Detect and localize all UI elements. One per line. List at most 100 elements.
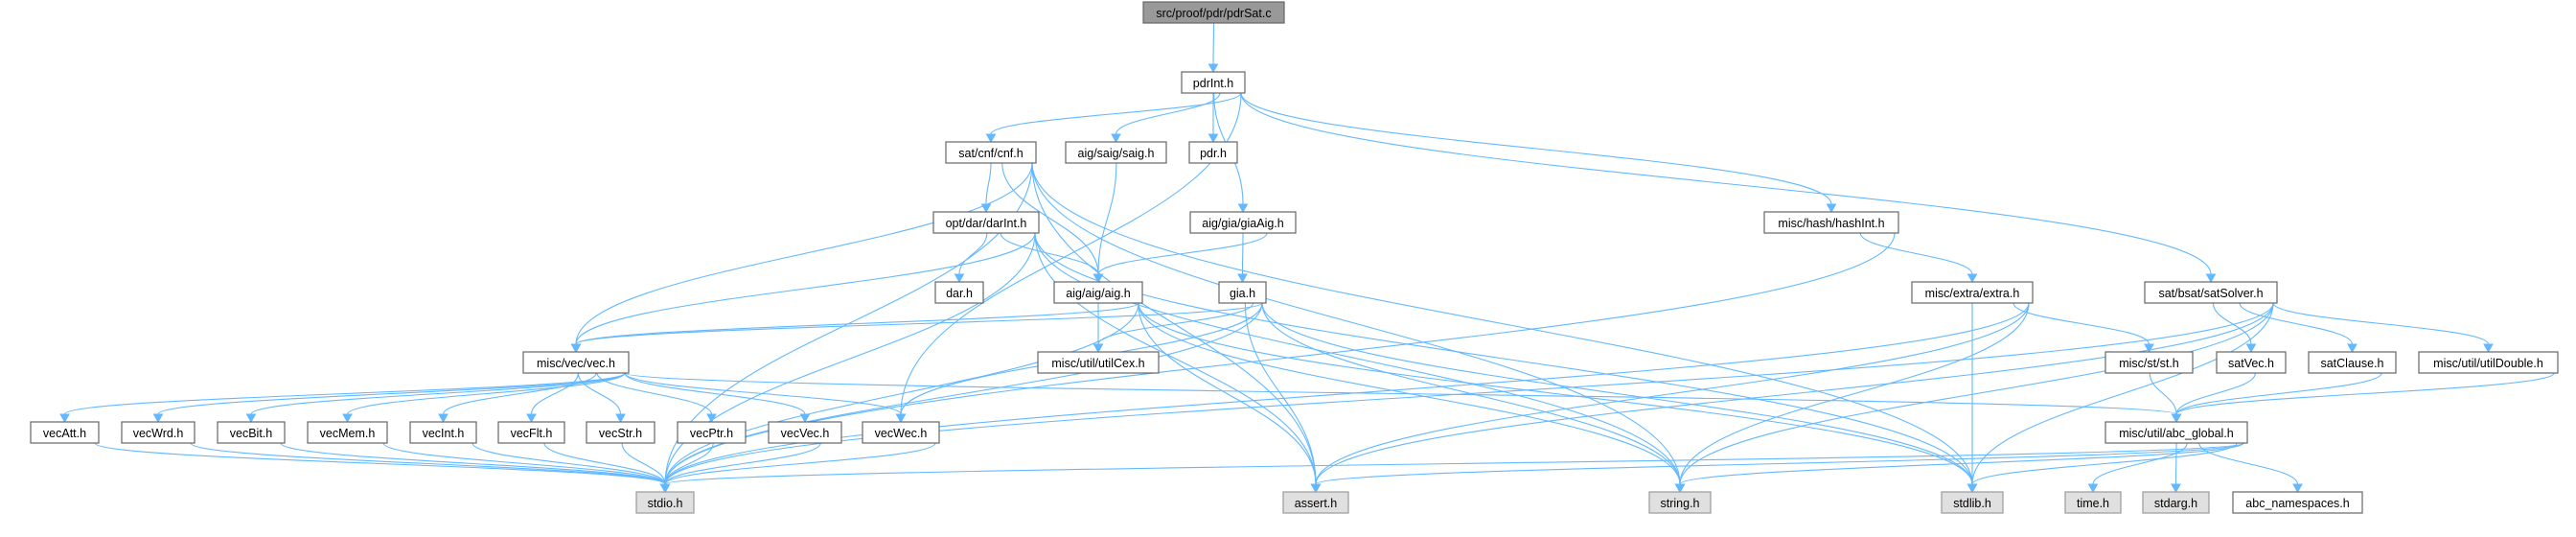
node-label: vecBit.h — [230, 427, 273, 440]
node-dar[interactable]: dar.h — [934, 281, 984, 304]
edge-vecFlt-to-stdio — [543, 442, 666, 485]
node-label: sat/cnf/cnf.h — [958, 147, 1023, 160]
node-label: src/proof/pdr/pdrSat.c — [1156, 7, 1271, 20]
edge-vec-to-vecVec — [624, 372, 806, 415]
edge-gia-to-assert — [1244, 302, 1317, 485]
node-vecWec[interactable]: vecWec.h — [862, 421, 940, 444]
node-string: string.h — [1648, 491, 1712, 514]
node-box — [1065, 141, 1167, 164]
edge-utilDouble-to-abcGlobal — [2175, 372, 2555, 415]
node-satSolver[interactable]: sat/bsat/satSolver.h — [2144, 281, 2278, 304]
node-box — [677, 421, 747, 444]
edge-vec-to-vecPtr — [596, 372, 713, 415]
arrowhead-icon — [2483, 343, 2494, 354]
node-box — [1911, 281, 2034, 304]
edge-darInt-to-stdlib — [1034, 232, 1973, 485]
node-st[interactable]: misc/st/st.h — [2104, 351, 2194, 374]
node-stdlib: stdlib.h — [1941, 491, 2004, 514]
node-pdr[interactable]: pdr.h — [1188, 141, 1238, 164]
node-box — [307, 421, 388, 444]
edge-vec-to-abcGlobal — [624, 372, 2177, 415]
node-label: aig/saig/saig.h — [1078, 147, 1155, 160]
edge-cnf-to-string — [1031, 162, 1681, 485]
node-box — [1053, 281, 1143, 304]
node-box — [2064, 491, 2122, 514]
node-satVec[interactable]: satVec.h — [2216, 351, 2287, 374]
arrowhead-icon — [1092, 273, 1104, 284]
node-label: satVec.h — [2228, 357, 2274, 370]
node-abcNamespaces[interactable]: abc_namespaces.h — [2232, 491, 2363, 514]
node-box — [1763, 211, 1899, 234]
node-abcGlobal[interactable]: misc/util/abc_global.h — [2104, 421, 2248, 444]
node-satClause[interactable]: satClause.h — [2308, 351, 2397, 374]
node-pdrSat[interactable]: src/proof/pdr/pdrSat.c — [1142, 1, 1285, 24]
edge-hashInt-to-extra — [1859, 232, 1973, 275]
node-saig[interactable]: aig/saig/saig.h — [1065, 141, 1167, 164]
edge-cnf-to-aig — [1001, 162, 1099, 275]
node-utilDouble[interactable]: misc/util/utilDouble.h — [2418, 351, 2559, 374]
node-box — [2104, 421, 2248, 444]
node-label: pdr.h — [1200, 147, 1227, 160]
node-box — [1282, 491, 1349, 514]
edge-vecWrd-to-stdio — [190, 442, 666, 485]
edge-vec-to-vecAtt — [63, 372, 626, 415]
node-giaAig[interactable]: aig/gia/giaAig.h — [1189, 211, 1297, 234]
arrowhead-icon — [342, 413, 353, 424]
node-label: misc/extra/extra.h — [1925, 287, 2020, 300]
edge-pdrInt-to-hashInt — [1240, 92, 1832, 205]
node-vecBit[interactable]: vecBit.h — [217, 421, 286, 444]
edge-pdrInt-to-saig — [1115, 92, 1221, 135]
node-label: stdio.h — [648, 497, 683, 510]
node-box — [1218, 281, 1267, 304]
edge-extra-to-assert — [1315, 302, 2030, 485]
edge-vec-to-vecFlt — [530, 372, 579, 415]
node-label: vecMem.h — [320, 427, 376, 440]
node-box — [862, 421, 940, 444]
arrowhead-icon — [2087, 483, 2099, 494]
edge-darInt-to-vec — [575, 232, 1036, 345]
node-label: abc_namespaces.h — [2245, 497, 2349, 510]
node-vecPtr[interactable]: vecPtr.h — [677, 421, 747, 444]
node-box — [1648, 491, 1712, 514]
node-box — [1941, 491, 2004, 514]
node-vecAtt[interactable]: vecAtt.h — [30, 421, 100, 444]
edge-extra-to-st — [2012, 302, 2150, 345]
node-vecVec[interactable]: vecVec.h — [768, 421, 842, 444]
edge-gia-to-stdlib — [1261, 302, 1973, 485]
node-extra[interactable]: misc/extra/extra.h — [1911, 281, 2034, 304]
node-pdrInt[interactable]: pdrInt.h — [1181, 71, 1246, 94]
arrowhead-icon — [1826, 203, 1837, 214]
node-gia[interactable]: gia.h — [1218, 281, 1267, 304]
edge-vec-to-vecWrd — [157, 372, 626, 415]
edge-pdrSat-to-pdrInt — [1212, 22, 1215, 65]
edge-cnf-to-stdlib — [1031, 162, 1973, 485]
edge-satSolver-to-satClause — [2239, 302, 2354, 345]
node-aig[interactable]: aig/aig/aig.h — [1053, 281, 1143, 304]
node-hashInt[interactable]: misc/hash/hashInt.h — [1763, 211, 1899, 234]
node-vecFlt[interactable]: vecFlt.h — [497, 421, 565, 444]
node-utilCex[interactable]: misc/util/utilCex.h — [1037, 351, 1160, 374]
node-box — [30, 421, 100, 444]
node-box — [2104, 351, 2194, 374]
node-vecMem[interactable]: vecMem.h — [307, 421, 388, 444]
node-box — [1037, 351, 1160, 374]
node-vecInt[interactable]: vecInt.h — [409, 421, 477, 444]
arrowhead-icon — [2144, 343, 2154, 354]
edge-pdrInt-to-cnf — [990, 92, 1242, 135]
node-box — [932, 211, 1040, 234]
edge-vec-to-vecInt — [442, 372, 597, 415]
node-darInt[interactable]: opt/dar/darInt.h — [932, 211, 1040, 234]
edge-aig-to-stdio — [664, 302, 1139, 485]
node-cnf[interactable]: sat/cnf/cnf.h — [945, 141, 1037, 164]
node-vec[interactable]: misc/vec/vec.h — [522, 351, 630, 374]
node-vecStr[interactable]: vecStr.h — [586, 421, 656, 444]
edge-satSolver-to-stdio — [664, 302, 2274, 485]
node-box — [2144, 281, 2278, 304]
node-vecWrd[interactable]: vecWrd.h — [121, 421, 196, 444]
node-label: stdarg.h — [2154, 497, 2197, 510]
arrowhead-icon — [659, 483, 671, 494]
node-box — [217, 421, 286, 444]
edge-darInt-to-assert — [1034, 232, 1317, 485]
node-assert: assert.h — [1282, 491, 1349, 514]
edge-satSolver-to-assert — [1315, 302, 2274, 485]
